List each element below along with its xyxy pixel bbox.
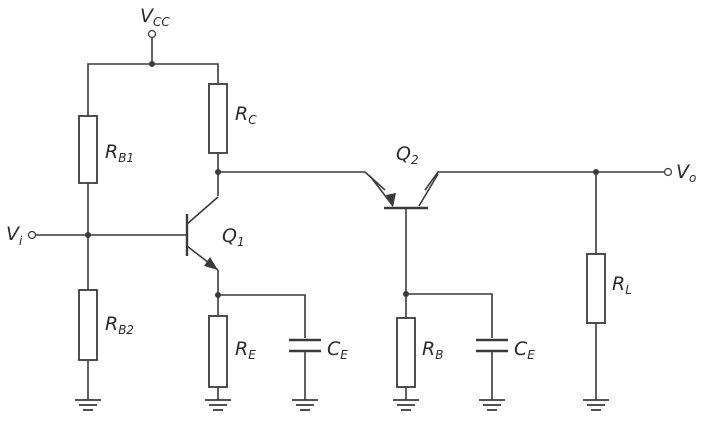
label-rb1: RB1 <box>105 141 134 165</box>
label-ce1: CE <box>327 338 348 362</box>
label-rc: RC <box>235 103 257 127</box>
label-re: RE <box>235 338 256 362</box>
label-q2: Q2 <box>396 143 419 167</box>
ground-icon <box>393 399 419 411</box>
resistor-re <box>208 315 228 388</box>
junction-dot <box>215 169 221 175</box>
vo-terminal <box>663 167 673 177</box>
label-rl: RL <box>612 273 632 297</box>
resistor-rc <box>208 83 228 154</box>
label-vi: Vi <box>6 223 23 248</box>
resistor-rl <box>586 253 606 324</box>
label-rb: RB <box>422 338 443 362</box>
junction-dot <box>403 291 409 297</box>
label-vo: Vo <box>676 161 696 185</box>
capacitor-ce2 <box>476 338 508 353</box>
ground-icon <box>292 399 318 411</box>
ground-icon <box>75 399 101 411</box>
transistor-q2 <box>369 173 439 210</box>
ground-icon <box>583 399 609 411</box>
capacitor-ce1 <box>289 338 321 353</box>
junction-dot <box>85 232 91 238</box>
vi-terminal <box>27 230 37 240</box>
ground-icon <box>479 399 505 411</box>
label-q1: Q1 <box>222 225 245 249</box>
ground-icon <box>205 399 231 411</box>
label-vcc: VCC <box>140 5 170 29</box>
junction-dot <box>593 169 599 175</box>
label-ce2: CE <box>514 338 535 362</box>
label-rb2: RB2 <box>105 313 134 337</box>
vcc-terminal <box>147 29 157 39</box>
junction-dot <box>149 61 155 67</box>
wires <box>36 38 664 400</box>
resistor-rb <box>396 317 416 388</box>
junction-dot <box>215 292 221 298</box>
resistor-rb1 <box>78 115 98 184</box>
resistor-rb2 <box>78 289 98 361</box>
transistor-q1 <box>185 196 219 271</box>
